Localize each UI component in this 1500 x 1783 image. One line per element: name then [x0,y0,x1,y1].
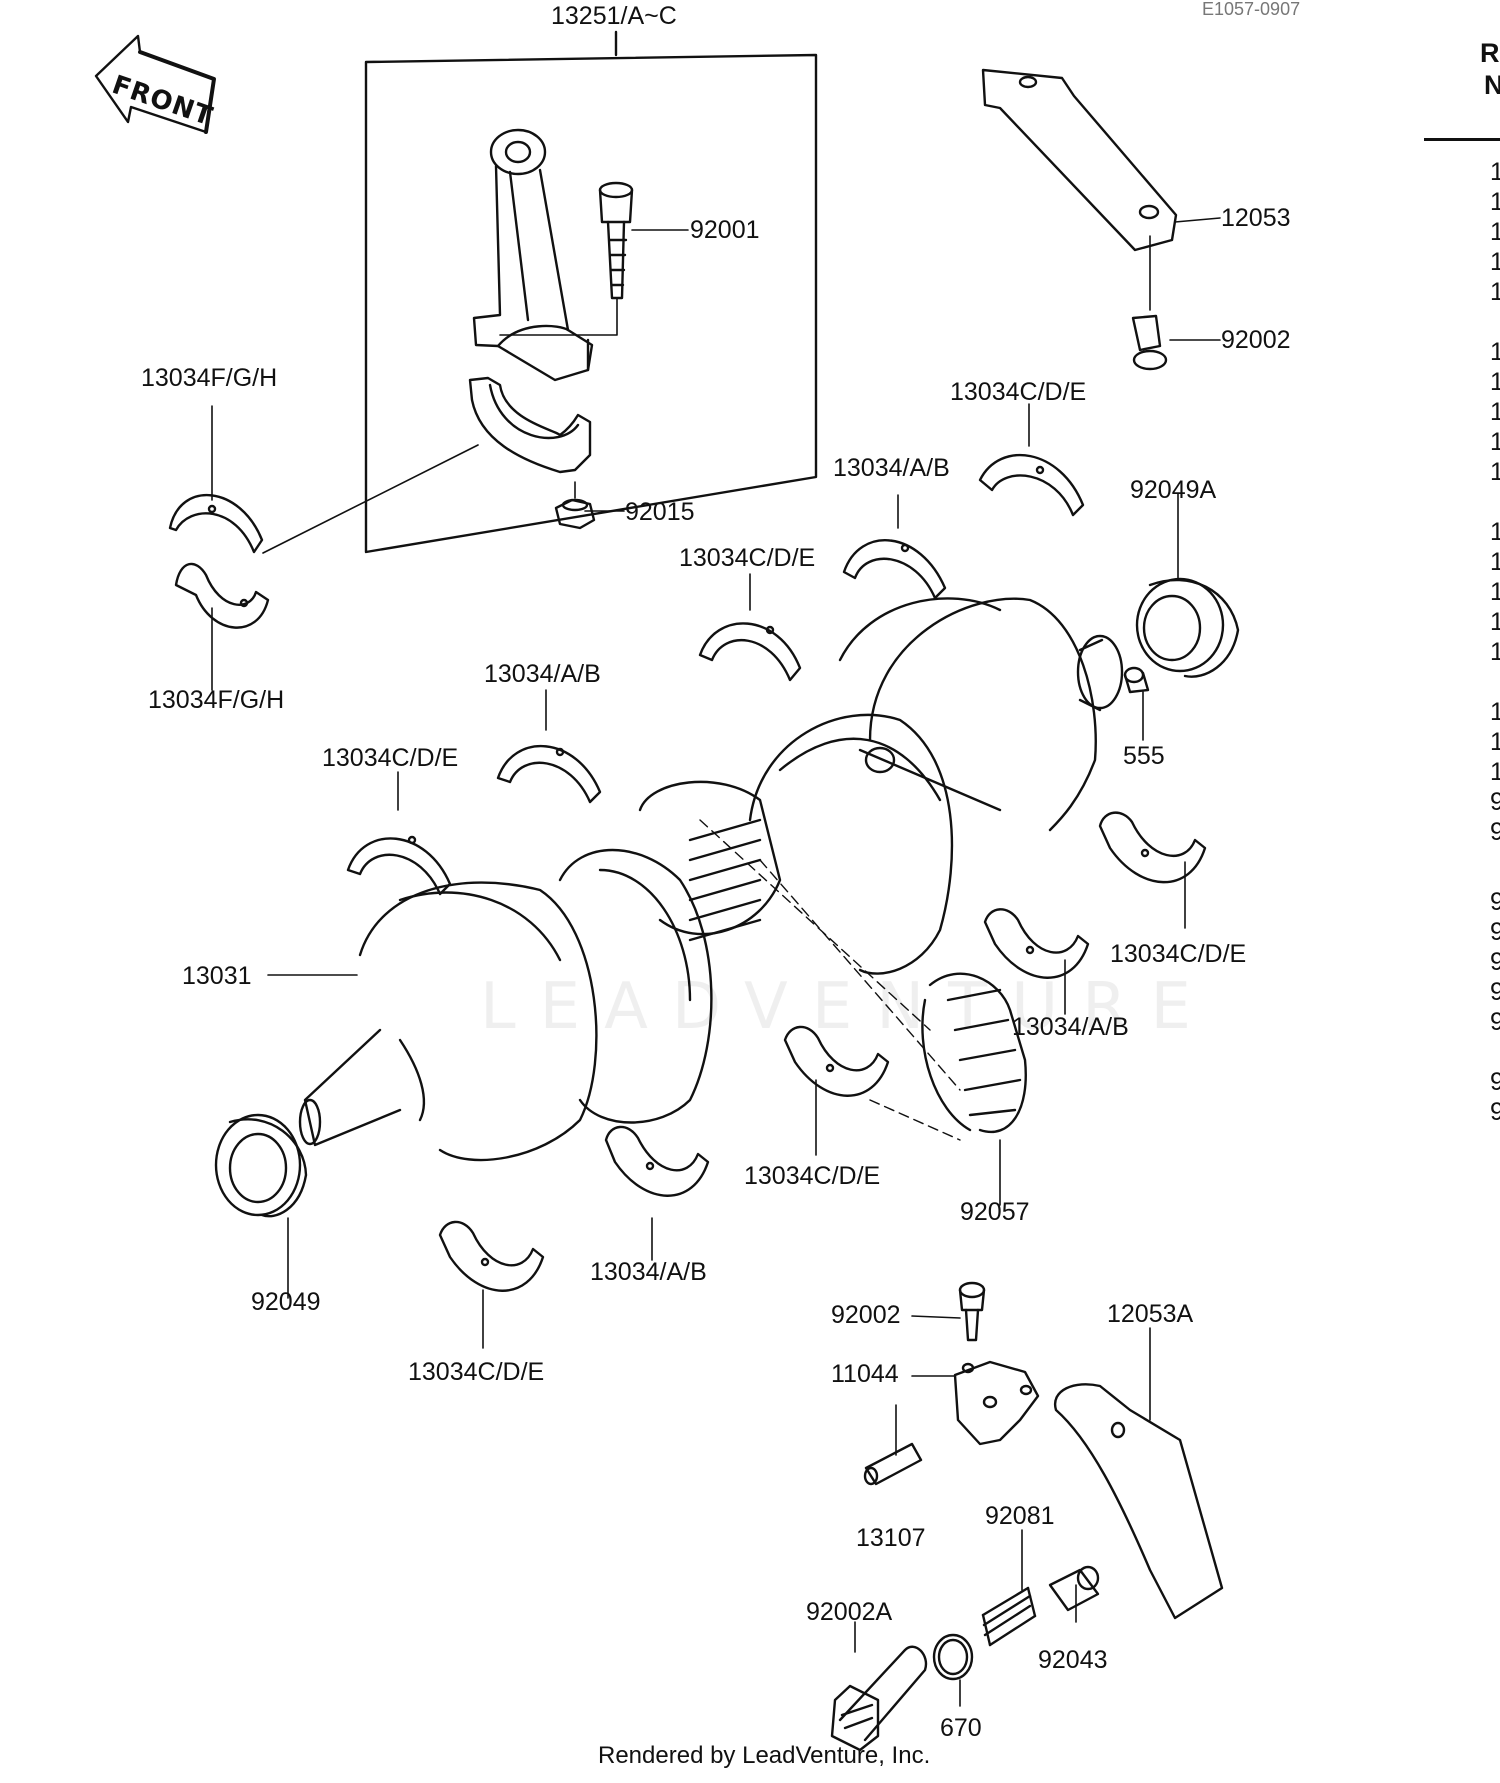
callout-92002-upper: 92002 [1221,326,1291,354]
callout-92002-lower: 92002 [831,1301,901,1329]
bearing-shells [168,454,1207,1292]
connecting-rod-kit-box [364,30,818,554]
ref-fragment: 1 [1490,278,1500,306]
callout-13251-kit: 13251/A~C [551,2,677,30]
callout-13034ab-bottom: 13034/A/B [590,1258,707,1286]
callout-13034fgh-bottom: 13034F/G/H [148,686,285,714]
callout-13034cde-mid: 13034C/D/E [679,544,816,572]
callout-13107: 13107 [856,1524,926,1552]
tensioner-cap-bolt [830,1645,928,1752]
ref-fragment: 1 [1490,338,1500,366]
ref-fragment: 1 [1490,578,1500,606]
callout-92002a: 92002A [806,1598,893,1626]
chain-guide-upper [981,68,1178,252]
conrod-cap [468,376,592,474]
ref-fragment: 1 [1490,218,1500,246]
conrod-nut [554,481,596,530]
oil-seal-right [1135,577,1240,678]
ref-fragment: 1 [1490,608,1500,636]
ref-fragment: 9 [1490,1008,1500,1036]
callout-13034fgh-top: 13034F/G/H [141,364,278,392]
callout-670: 670 [940,1714,982,1742]
guide-pin [863,1442,923,1486]
ref-fragment: 1 [1490,458,1500,486]
callout-13031: 13031 [182,962,252,990]
conrod-bolt [499,181,634,336]
watermark-text: LEADVENTURE [480,970,1215,1044]
reference-dashes [699,819,961,1141]
callout-13034ab-left: 13034/A/B [484,660,601,688]
leader-lines [211,217,1221,1707]
ref-fragment: 1 [1490,758,1500,786]
tensioner-spring [981,1586,1037,1647]
tensioner-plunger [1048,1565,1100,1612]
o-ring [932,1633,974,1681]
ref-header-n: N [1484,70,1500,100]
callout-13034cde-right: 13034C/D/E [1110,940,1247,968]
ref-fragment: 1 [1490,248,1500,276]
ref-fragment: 9 [1490,948,1500,976]
callout-12053a: 12053A [1107,1300,1194,1328]
connecting-rod [472,128,594,382]
ref-fragment: 1 [1490,428,1500,456]
ref-fragment: 1 [1490,158,1500,186]
callout-92081: 92081 [985,1502,1055,1530]
bolt-lower [958,1281,986,1342]
callout-13034cde-left: 13034C/D/E [322,744,459,772]
ref-fragment: 9 [1490,788,1500,816]
front-arrow-icon [94,34,216,134]
ref-fragment: 1 [1490,698,1500,726]
ref-header-r: R [1480,38,1500,68]
callout-92015: 92015 [625,498,695,526]
ref-column-rule [1424,138,1500,141]
figure-code: E1057-0907 [1202,0,1301,19]
callout-11044: 11044 [831,1360,899,1388]
ref-fragment: 9 [1490,1098,1500,1126]
callout-13034cde-center: 13034C/D/E [744,1162,881,1190]
callout-13034cde-top: 13034C/D/E [950,378,1087,406]
callout-12053: 12053 [1221,204,1291,232]
ref-fragment: 9 [1490,888,1500,916]
bolt-upper [1131,314,1168,371]
cam-chain [921,972,1027,1133]
ref-fragment: 1 [1490,728,1500,756]
ref-fragment: 1 [1490,398,1500,426]
callout-13034cde-bottom: 13034C/D/E [408,1358,545,1386]
callout-92043: 92043 [1038,1646,1108,1674]
callout-92049a: 92049A [1130,476,1217,504]
ref-fragment: 1 [1490,368,1500,396]
callout-13034ab-top: 13034/A/B [833,454,950,482]
ref-fragment: 1 [1490,518,1500,546]
dowel-pin [1123,666,1150,694]
crankshaft [298,597,1124,1162]
ref-fragment: 1 [1490,638,1500,666]
callout-92001: 92001 [690,216,760,244]
chain-guide-lower [1053,1383,1224,1620]
ref-fragment: 9 [1490,818,1500,846]
tensioner-holder [953,1360,1040,1446]
ref-fragment: 9 [1490,1068,1500,1096]
ref-fragment: 1 [1490,548,1500,576]
callout-92049: 92049 [251,1288,321,1316]
callout-555: 555 [1123,742,1165,770]
ref-fragment: 9 [1490,978,1500,1006]
ref-fragment: 1 [1490,188,1500,216]
render-credit: Rendered by LeadVenture, Inc. [598,1742,931,1769]
oil-seal-left [214,1113,308,1218]
ref-fragment: 9 [1490,918,1500,946]
callout-92057: 92057 [960,1198,1030,1226]
callout-13034ab-right: 13034/A/B [1012,1013,1129,1041]
